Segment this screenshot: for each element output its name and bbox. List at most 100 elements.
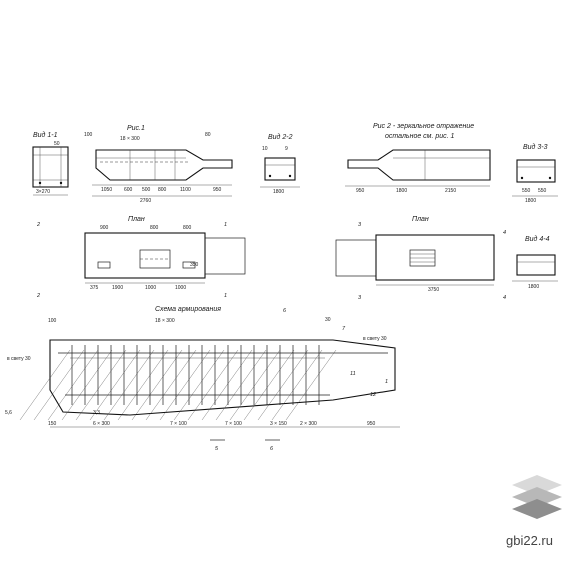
view-1-1: Вид 1-1 50 3×270 (32, 131, 69, 196)
logo-text: gbi22.ru (506, 533, 553, 548)
plan-console (204, 237, 246, 275)
svg-text:3×270: 3×270 (36, 189, 50, 195)
hatch-line (103, 349, 155, 421)
svg-text:800: 800 (158, 187, 167, 193)
figure-2-mirror: Рис 2 - зеркальное отражение остальное с… (345, 123, 491, 194)
svg-text:900: 900 (100, 225, 109, 231)
hatch-line (75, 349, 127, 421)
svg-text:150: 150 (48, 421, 57, 427)
svg-text:7: 7 (342, 326, 346, 332)
figure-2-subtitle: остальное см. рис. 1 (385, 133, 455, 140)
svg-text:30: 30 (325, 317, 331, 323)
svg-text:6: 6 (270, 446, 274, 452)
svg-text:7 × 100: 7 × 100 (225, 421, 242, 427)
svg-text:800: 800 (150, 225, 159, 231)
svg-text:11: 11 (350, 371, 356, 377)
svg-text:50: 50 (54, 141, 60, 147)
svg-text:2150: 2150 (445, 188, 456, 194)
svg-text:6: 6 (283, 308, 287, 314)
hatch-line (117, 349, 169, 421)
section-outline (32, 146, 69, 188)
hatch-line (89, 349, 141, 421)
svg-text:1100: 1100 (180, 187, 191, 193)
hatch-line (173, 349, 225, 421)
hatch-line (61, 349, 113, 421)
svg-text:2: 2 (36, 293, 40, 299)
svg-text:950: 950 (213, 187, 222, 193)
svg-text:550: 550 (522, 188, 531, 194)
svg-text:800: 800 (183, 225, 192, 231)
hatching (19, 349, 337, 421)
figure-2-title: Рис 2 - зеркальное отражение (373, 123, 474, 130)
reinforcement-scheme: Схема армирования 6 100 18 × 300 30 7 в … (5, 306, 400, 452)
hatch-line (187, 349, 239, 421)
beam-body-mirror (347, 149, 491, 181)
view-2-2-title: Вид 2-2 (268, 133, 293, 141)
plan-outline (84, 232, 206, 279)
plan-2-title: План (412, 216, 429, 223)
svg-text:1: 1 (385, 379, 388, 385)
svg-text:3750: 3750 (428, 287, 439, 293)
plan-view-1: План 2 1 900 800 800 375 1900 1000 1000 … (36, 216, 246, 299)
view-1-1-title: Вид 1-1 (33, 131, 58, 139)
hatch-line (229, 349, 281, 421)
svg-text:950: 950 (367, 421, 376, 427)
svg-text:4: 4 (503, 230, 506, 236)
hatch-line (257, 349, 309, 421)
svg-text:500: 500 (142, 187, 151, 193)
svg-text:2760: 2760 (140, 198, 151, 204)
hatch-line (19, 349, 71, 421)
plan-1-title: План (128, 216, 145, 223)
svg-text:2 × 300: 2 × 300 (300, 421, 317, 427)
hatch-line (47, 349, 99, 421)
hatch-line (145, 349, 197, 421)
svg-text:100: 100 (84, 132, 93, 138)
site-logo (512, 475, 562, 519)
svg-text:в свету 30: в свету 30 (363, 336, 387, 342)
svg-text:1: 1 (224, 293, 227, 299)
beam-body (95, 149, 233, 181)
hatch-line (243, 349, 295, 421)
svg-text:6 × 300: 6 × 300 (93, 421, 110, 427)
view-4-4-title: Вид 4-4 (525, 235, 550, 243)
svg-text:3: 3 (358, 295, 362, 301)
hatch-line (131, 349, 183, 421)
hatch-line (201, 349, 253, 421)
svg-text:1000: 1000 (175, 285, 186, 291)
svg-text:5: 5 (215, 446, 219, 452)
svg-text:1050: 1050 (101, 187, 112, 193)
svg-text:12: 12 (370, 392, 376, 398)
svg-text:1900: 1900 (112, 285, 123, 291)
hatch-line (271, 349, 323, 421)
hatch-line (285, 349, 337, 421)
view-4-4: Вид 4-4 1800 (512, 235, 558, 290)
svg-text:7 × 100: 7 × 100 (170, 421, 187, 427)
svg-text:18 × 300: 18 × 300 (155, 318, 175, 324)
section-outline (516, 254, 556, 276)
svg-text:1800: 1800 (525, 198, 536, 204)
view-3-3: Вид 3-3 550 550 1800 (512, 143, 558, 204)
svg-text:1000: 1000 (145, 285, 156, 291)
plan-outline-2 (375, 234, 495, 281)
hatch-line (159, 349, 211, 421)
svg-text:1800: 1800 (528, 284, 539, 290)
svg-text:18 × 300: 18 × 300 (120, 136, 140, 142)
plan-view-2: План 3 4 3750 3 4 (335, 216, 506, 301)
plan-console-left (335, 239, 377, 277)
svg-text:9: 9 (285, 146, 288, 152)
view-3-3-title: Вид 3-3 (523, 143, 548, 151)
svg-text:80: 80 (205, 132, 211, 138)
svg-text:3,3: 3,3 (93, 410, 100, 416)
svg-text:1800: 1800 (396, 188, 407, 194)
svg-text:550: 550 (538, 188, 547, 194)
svg-text:3 × 150: 3 × 150 (270, 421, 287, 427)
scheme-title: Схема армирования (155, 306, 221, 313)
svg-text:3: 3 (358, 222, 362, 228)
hatch-line (215, 349, 267, 421)
svg-text:2: 2 (36, 222, 40, 228)
svg-text:10: 10 (262, 146, 268, 152)
section-outline (264, 157, 296, 181)
svg-text:350: 350 (190, 262, 199, 268)
svg-text:4: 4 (503, 295, 506, 301)
